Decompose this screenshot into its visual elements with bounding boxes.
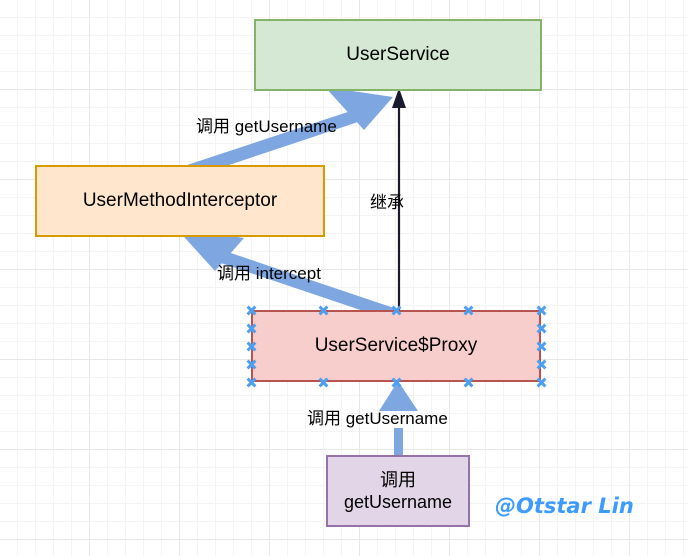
resize-handle[interactable] — [463, 377, 474, 388]
resize-handle[interactable] — [463, 305, 474, 316]
resize-handle[interactable] — [246, 377, 257, 388]
resize-handle[interactable] — [246, 359, 257, 370]
resize-handle[interactable] — [536, 341, 547, 352]
edge-label-call-getusername-top: 调用 getUsername — [196, 117, 337, 136]
resize-handle[interactable] — [318, 305, 329, 316]
resize-handle[interactable] — [391, 377, 402, 388]
node-userservice-proxy[interactable]: UserService$Proxy — [251, 310, 541, 382]
resize-handle[interactable] — [536, 377, 547, 388]
node-userservice[interactable]: UserService — [254, 19, 542, 91]
resize-handle[interactable] — [391, 305, 402, 316]
edge-label-call-intercept: 调用 intercept — [217, 264, 321, 283]
resize-handle[interactable] — [536, 323, 547, 334]
node-caller[interactable]: 调用 getUsername — [326, 455, 470, 527]
node-caller-line2: getUsername — [343, 492, 453, 512]
resize-handle[interactable] — [246, 305, 257, 316]
edge-label-call-getusername-bottom: 调用 getUsername — [307, 409, 448, 428]
watermark: @Otstar Lin — [495, 494, 634, 518]
node-caller-line1: 调用 — [380, 469, 416, 490]
resize-handle[interactable] — [536, 305, 547, 316]
resize-handle[interactable] — [536, 359, 547, 370]
resize-handle[interactable] — [318, 377, 329, 388]
edge-label-inherit: 继承 — [370, 193, 404, 212]
resize-handle[interactable] — [246, 323, 257, 334]
node-usermethodinterceptor[interactable]: UserMethodInterceptor — [35, 165, 325, 237]
resize-handle[interactable] — [246, 341, 257, 352]
